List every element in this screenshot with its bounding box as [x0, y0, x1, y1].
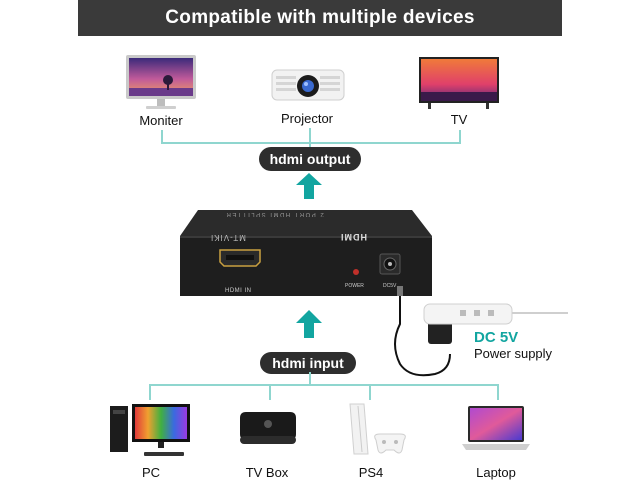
output-line-horizontal: [161, 142, 461, 144]
tv-box-icon: [240, 412, 296, 444]
input-label-tvbox: TV Box: [245, 465, 289, 480]
hdmi-input-badge: hdmi input: [260, 352, 356, 374]
hdmi-output-badge: hdmi output: [259, 147, 361, 171]
power-title: DC 5V: [474, 329, 519, 346]
header-banner: Compatible with multiple devices: [78, 0, 562, 36]
input-line-ps4: [369, 384, 371, 400]
input-line-tvbox: [269, 384, 271, 400]
splitter-power-label: POWER: [345, 283, 364, 289]
splitter-subtitle: 2 PORT HDMI SPLITTER: [225, 211, 324, 217]
input-line-center: [309, 372, 311, 386]
splitter-port-label: HDMI IN: [225, 288, 252, 294]
output-line-center: [309, 128, 311, 148]
input-label-laptop: Laptop: [476, 465, 516, 480]
arrow-up-icon: [296, 173, 322, 199]
splitter-brand-side: MT-VIKI: [210, 233, 246, 242]
input-line-horizontal: [149, 384, 499, 386]
laptop-icon: [462, 406, 530, 450]
output-line-right: [459, 130, 461, 142]
output-label-projector: Projector: [280, 111, 334, 126]
power-subtitle: Power supply: [474, 346, 553, 361]
ps4-icon: [349, 403, 406, 455]
input-label-ps4: PS4: [358, 465, 384, 480]
output-line-left: [161, 130, 163, 142]
power-adapter-icon: [394, 286, 568, 377]
arrow-up-icon: [296, 310, 322, 338]
splitter-dc-label: DC5V: [383, 283, 397, 289]
pc-icon: [110, 404, 190, 456]
projector-icon: [271, 69, 345, 101]
output-label-tv: TV: [450, 112, 468, 127]
tv-icon: [419, 57, 499, 109]
input-line-laptop: [497, 384, 499, 400]
input-line-pc: [149, 384, 151, 400]
hdmi-splitter-device: [180, 210, 432, 296]
monitor-icon: [126, 55, 196, 109]
output-label-monitor: Moniter: [139, 113, 183, 128]
splitter-brand-top: HDMI: [340, 232, 367, 242]
input-label-pc: PC: [141, 465, 161, 480]
